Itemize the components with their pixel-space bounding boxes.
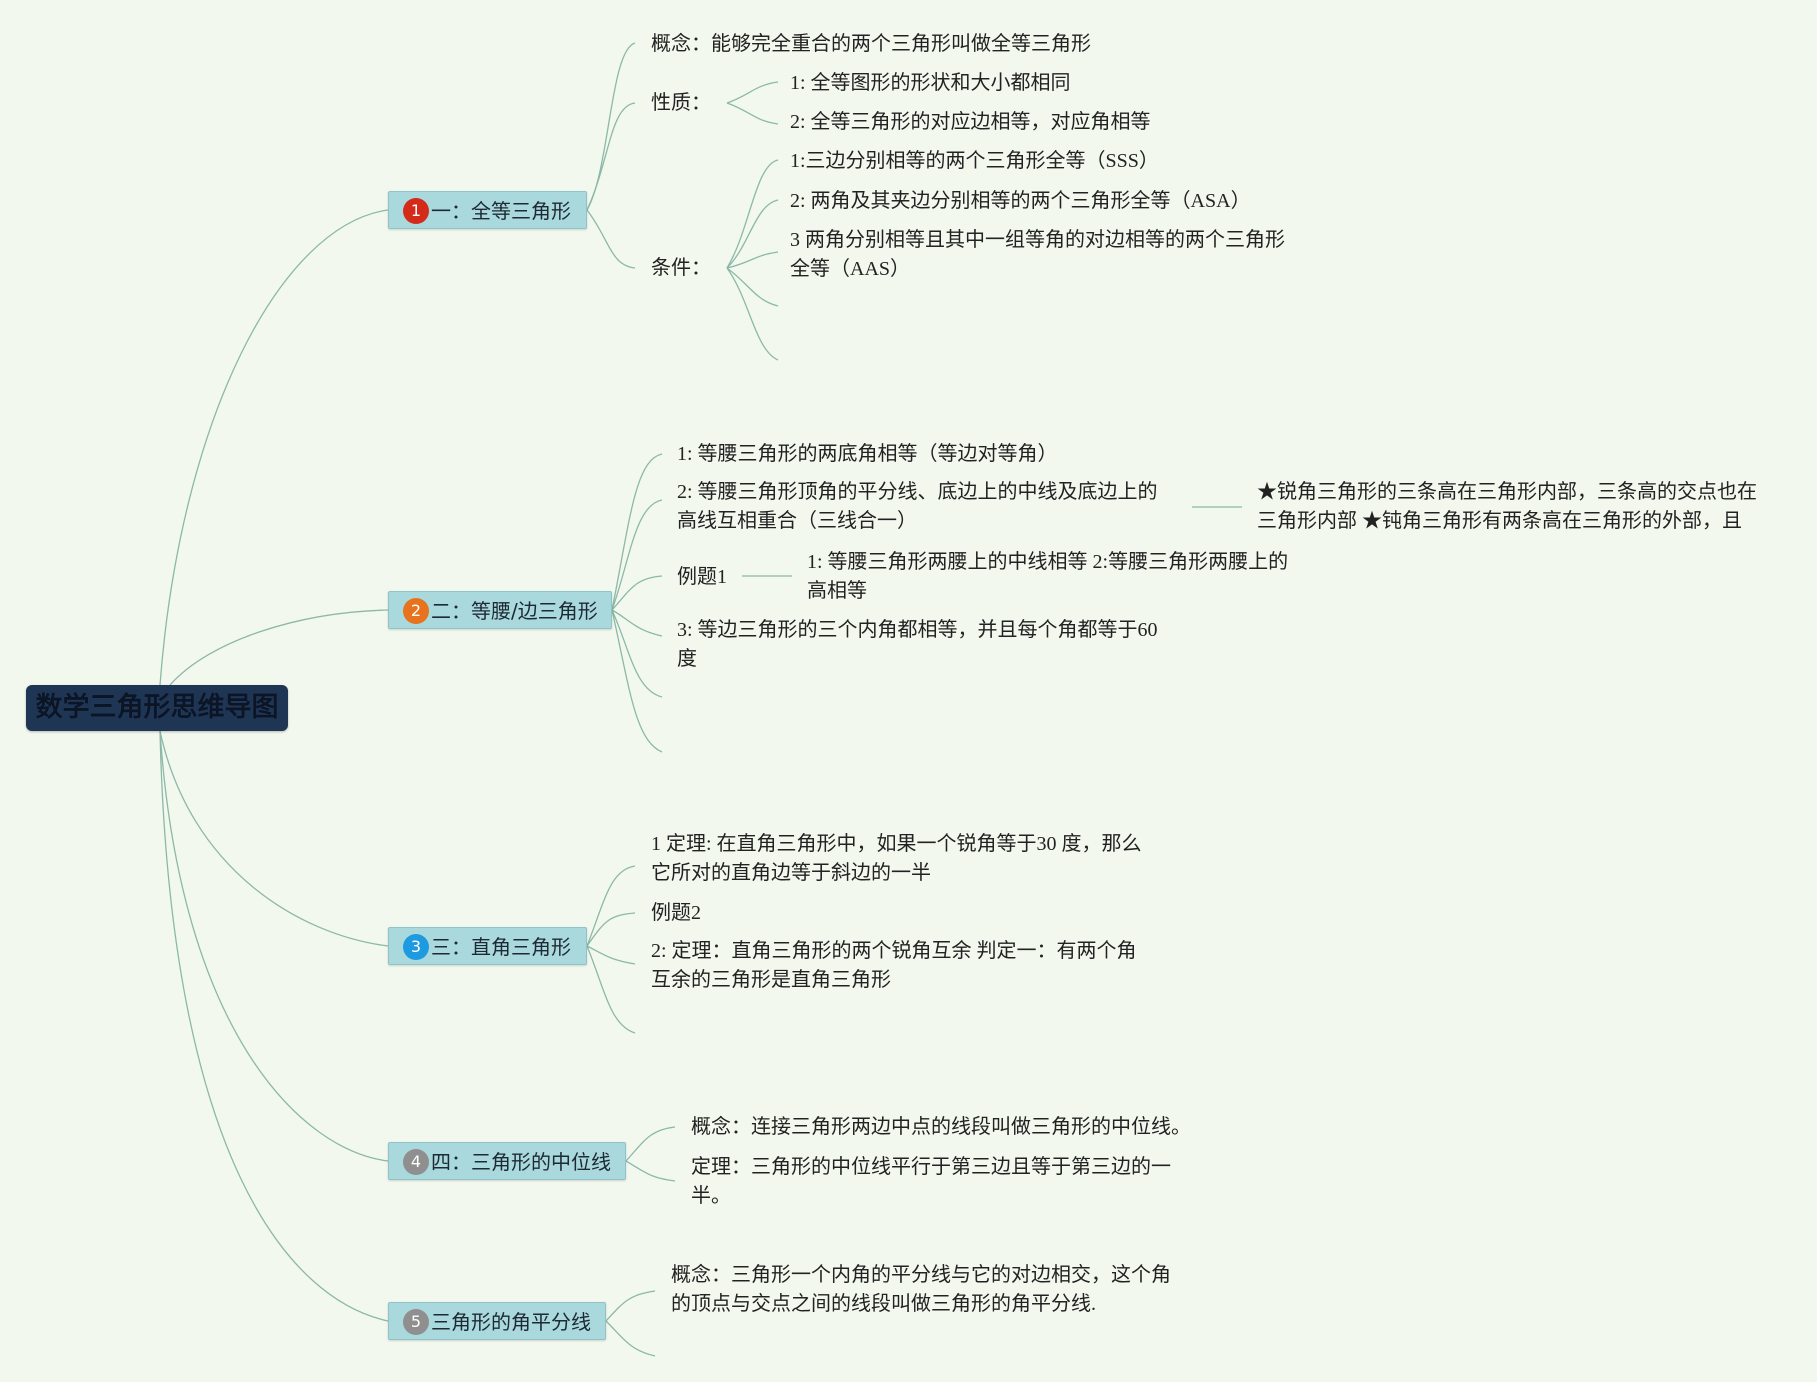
node-condition[interactable]: 条件：: [651, 257, 711, 279]
node-line: ★锐角三角形的三条高在三角形内部，三条高的交点也在: [1257, 481, 1757, 503]
branch-label: 二：等腰/边三角形: [431, 599, 598, 623]
node-bisector-concept[interactable]: 概念：三角形一个内角的平分线与它的对边相交，这个角 的顶点与交点之间的线段叫做三…: [671, 1261, 1171, 1319]
node-property[interactable]: 性质：: [651, 92, 711, 114]
link-condition-1: [726, 159, 779, 269]
node-line: 度: [677, 648, 697, 670]
link-b4-concept: [625, 1126, 676, 1162]
node-line: 概念：三角形一个内角的平分线与它的对边相交，这个角: [671, 1264, 1171, 1286]
node-isosceles-3[interactable]: 3: 等边三角形的三个内角都相等，并且每个角都等于60 度: [677, 616, 1158, 674]
node-example-1[interactable]: 例题1: [677, 566, 727, 588]
link-condition-empty-1: [726, 267, 779, 307]
node-line: 3 两角分别相等且其中一组等角的对边相等的两个三角形: [790, 229, 1285, 251]
link-condition-3: [726, 251, 779, 269]
link-b3-item1: [586, 865, 636, 947]
node-midline-concept[interactable]: 概念：连接三角形两边中点的线段叫做三角形的中位线。: [691, 1116, 1191, 1138]
branch-label: 四：三角形的中位线: [431, 1150, 611, 1174]
branch-number-badge: 3: [403, 934, 429, 960]
link-b4-theorem: [625, 1160, 676, 1182]
link-b3-example: [586, 912, 636, 947]
branch-label: 三：直角三角形: [431, 935, 571, 959]
link-b2-empty-2: [611, 609, 663, 753]
node-example-2[interactable]: 例题2: [651, 902, 701, 924]
branch-number-badge: 5: [403, 1309, 429, 1335]
node-example-1-answer[interactable]: 1: 等腰三角形两腰上的中线相等 2:等腰三角形两腰上的 高相等: [807, 548, 1288, 606]
link-root-b3: [159, 730, 389, 947]
node-isosceles-2[interactable]: 2: 等腰三角形顶角的平分线、底边上的中线及底边上的 高线互相重合（三线合一）: [677, 478, 1158, 536]
node-line: 高线互相重合（三线合一）: [677, 510, 917, 532]
link-b2-empty-1: [611, 609, 663, 698]
node-condition-1[interactable]: 1:三边分别相等的两个三角形全等（SSS）: [790, 150, 1159, 172]
link-property-2: [726, 102, 779, 125]
node-line: 1: 等腰三角形两腰上的中线相等 2:等腰三角形两腰上的: [807, 551, 1289, 573]
node-property-2[interactable]: 2: 全等三角形的对应边相等，对应角相等: [790, 111, 1151, 133]
branch-label: 一：全等三角形: [431, 199, 571, 223]
link-b5-concept: [605, 1290, 656, 1322]
node-line: 定理：三角形的中位线平行于第三边且等于第三边的一: [691, 1156, 1171, 1178]
link-condition-2: [726, 199, 779, 269]
node-line: 半。: [691, 1185, 731, 1207]
branch-number-badge: 4: [403, 1149, 429, 1175]
link-condition-empty-2: [726, 267, 779, 361]
link-b3-item2: [586, 945, 636, 965]
node-condition-2[interactable]: 2: 两角及其夹边分别相等的两个三角形全等（ASA）: [790, 190, 1251, 212]
node-line: 三角形内部 ★钝角三角形有两条高在三角形的外部，且: [1257, 510, 1742, 532]
node-line: 2: 等腰三角形顶角的平分线、底边上的中线及底边上的: [677, 481, 1158, 503]
node-line: 的顶点与交点之间的线段叫做三角形的角平分线.: [671, 1293, 1096, 1315]
link-b2-item3: [611, 609, 663, 637]
node-line: 高相等: [807, 580, 867, 602]
link-b2-example: [611, 575, 663, 611]
node-property-1[interactable]: 1: 全等图形的形状和大小都相同: [790, 72, 1071, 94]
link-root-b1: [159, 209, 389, 686]
link-root-b4: [159, 730, 389, 1162]
link-b1-condition: [586, 209, 636, 269]
node-midline-theorem[interactable]: 定理：三角形的中位线平行于第三边且等于第三边的一 半。: [691, 1153, 1171, 1211]
link-b3-empty: [586, 945, 636, 1034]
node-line: 它所对的直角边等于斜边的一半: [651, 862, 931, 884]
root-title: 数学三角形思维导图: [35, 692, 279, 723]
link-property-1: [726, 81, 779, 104]
node-line: 全等（AAS）: [790, 258, 911, 280]
node-right-theorem-1[interactable]: 1 定理: 在直角三角形中，如果一个锐角等于30 度，那么 它所对的直角边等于斜…: [651, 830, 1142, 888]
branch-number-badge: 1: [403, 198, 429, 224]
link-b1-property: [586, 102, 636, 211]
node-line: 2: 定理：直角三角形的两个锐角互余 判定一：有两个角: [651, 940, 1137, 962]
node-concept[interactable]: 概念：能够完全重合的两个三角形叫做全等三角形: [651, 33, 1091, 55]
node-line: 3: 等边三角形的三个内角都相等，并且每个角都等于60: [677, 619, 1158, 641]
branch-label: 三角形的角平分线: [431, 1310, 591, 1334]
root-topic[interactable]: 数学三角形思维导图: [26, 685, 288, 731]
node-isosceles-1[interactable]: 1: 等腰三角形的两底角相等（等边对等角）: [677, 443, 1058, 465]
link-b2-item2: [611, 499, 663, 611]
link-root-b2: [169, 609, 389, 686]
link-b2-item1: [611, 453, 663, 611]
link-b5-empty: [605, 1320, 656, 1357]
node-altitude-note[interactable]: ★锐角三角形的三条高在三角形内部，三条高的交点也在 三角形内部 ★钝角三角形有两…: [1257, 478, 1757, 536]
node-line: 1 定理: 在直角三角形中，如果一个锐角等于30 度，那么: [651, 833, 1142, 855]
node-condition-3[interactable]: 3 两角分别相等且其中一组等角的对边相等的两个三角形 全等（AAS）: [790, 226, 1285, 284]
node-right-theorem-2[interactable]: 2: 定理：直角三角形的两个锐角互余 判定一：有两个角 互余的三角形是直角三角形: [651, 937, 1137, 995]
link-root-b5: [159, 730, 389, 1322]
node-line: 互余的三角形是直角三角形: [651, 969, 891, 991]
branch-number-badge: 2: [403, 598, 429, 624]
link-b1-concept: [586, 42, 636, 211]
